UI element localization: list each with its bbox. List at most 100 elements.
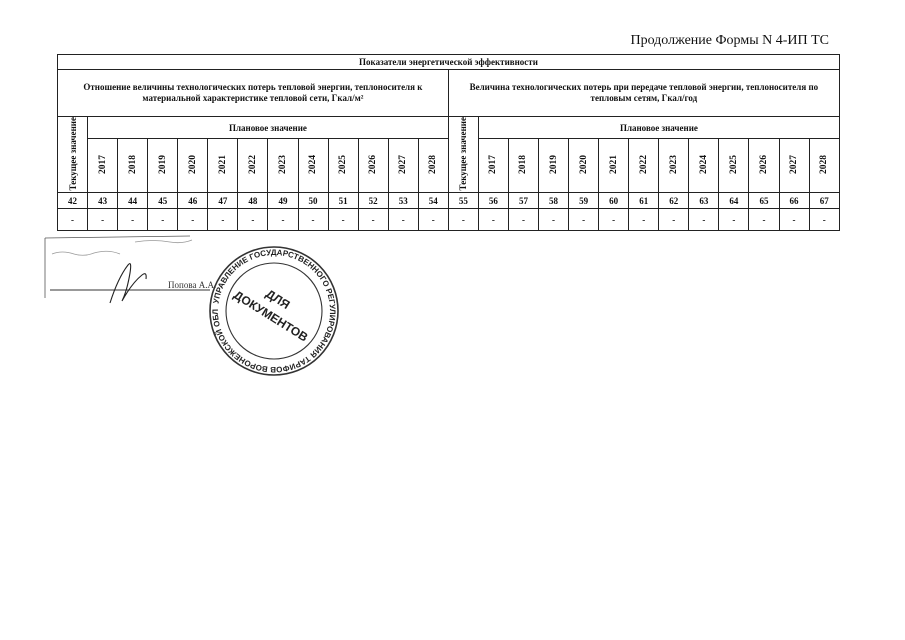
year-header: 2025: [718, 138, 750, 194]
table-cell-value: -: [477, 208, 509, 232]
current-value-header: Текущее значение: [447, 115, 479, 194]
planned-value-header: Плановое значение: [477, 115, 840, 140]
year-header: 2022: [237, 138, 269, 194]
table-cell-value: -: [297, 208, 329, 232]
column-number: 61: [628, 192, 660, 210]
table-cell-value: -: [748, 208, 780, 232]
table-cell-value: -: [568, 208, 600, 232]
column-number: 46: [177, 192, 209, 210]
column-number: 62: [658, 192, 690, 210]
table-cell-value: -: [598, 208, 630, 232]
year-label: 2027: [789, 155, 800, 175]
year-header: 2023: [658, 138, 690, 194]
column-number: 66: [778, 192, 810, 210]
column-number: 51: [327, 192, 359, 210]
table-cell-value: -: [357, 208, 389, 232]
table-cell-value: -: [718, 208, 750, 232]
table-cell-value: -: [447, 208, 479, 232]
year-label: 2017: [488, 155, 499, 175]
column-number: 45: [147, 192, 179, 210]
signature-scribble: [44, 235, 210, 304]
column-number: 56: [477, 192, 509, 210]
year-label: 2028: [819, 155, 830, 175]
year-header: 2017: [87, 138, 119, 194]
year-label: 2023: [668, 155, 679, 175]
official-stamp: УПРАВЛЕНИЕ ГОСУДАРСТВЕННОГО РЕГУЛИРОВАНИ…: [202, 238, 343, 377]
signatory-name: Попова А.А.: [168, 280, 217, 290]
table-cell-value: -: [237, 208, 269, 232]
energy-efficiency-table: Показатели энергетической эффективности …: [56, 54, 840, 232]
year-label: 2024: [698, 155, 709, 175]
year-header: 2019: [537, 138, 570, 194]
year-label: 2023: [277, 155, 288, 175]
group-header-loss-volume: Величина технологических потерь при пере…: [447, 69, 840, 117]
column-number: 52: [357, 192, 389, 210]
year-label: 2022: [247, 155, 258, 175]
year-header: 2017: [477, 138, 509, 194]
current-value-header: Текущее значение: [56, 115, 89, 194]
year-label: 2021: [217, 155, 228, 175]
year-label: 2018: [518, 155, 529, 175]
year-header: 2025: [327, 138, 359, 194]
year-header: 2021: [207, 138, 239, 194]
column-number: 42: [56, 192, 89, 210]
year-header: 2023: [267, 138, 299, 194]
column-number: 53: [387, 192, 419, 210]
table-cell-value: -: [507, 208, 540, 232]
table-cell-value: -: [417, 208, 449, 232]
year-label: 2020: [578, 155, 589, 175]
year-header: 2026: [748, 138, 780, 194]
table-cell-value: -: [387, 208, 419, 232]
year-header: 2019: [147, 138, 179, 194]
column-number: 59: [568, 192, 600, 210]
year-label: 2025: [728, 155, 739, 175]
signature-block: Попова А.А.: [40, 228, 230, 318]
year-header: 2018: [507, 138, 540, 194]
table-cell-value: -: [207, 208, 239, 232]
column-number: 60: [598, 192, 630, 210]
table-cell-value: -: [327, 208, 359, 232]
year-label: 2019: [157, 155, 168, 175]
table-cell-value: -: [267, 208, 299, 232]
year-label: 2019: [548, 155, 559, 175]
column-number: 48: [237, 192, 269, 210]
column-number: 47: [207, 192, 239, 210]
year-header: 2027: [387, 138, 419, 194]
year-label: 2017: [97, 155, 108, 175]
table-cell-value: -: [147, 208, 179, 232]
column-number: 67: [808, 192, 840, 210]
column-number: 55: [447, 192, 479, 210]
year-header: 2021: [598, 138, 630, 194]
column-number: 64: [718, 192, 750, 210]
year-label: 2022: [638, 155, 649, 175]
year-label: 2020: [187, 155, 198, 175]
group-header-loss-ratio: Отношение величины технологических потер…: [57, 69, 449, 117]
year-header: 2020: [568, 138, 600, 194]
year-label: 2026: [368, 155, 379, 175]
year-header: 2024: [688, 138, 720, 194]
year-header: 2028: [808, 138, 840, 194]
current-value-label: Текущее значение: [458, 117, 469, 191]
year-header: 2018: [117, 138, 149, 194]
year-label: 2026: [758, 155, 769, 175]
column-number: 44: [117, 192, 149, 210]
column-number: 63: [688, 192, 720, 210]
year-header: 2027: [778, 138, 810, 194]
table-main-header: Показатели энергетической эффективности: [57, 54, 840, 70]
form-continuation-title: Продолжение Формы N 4-ИП ТС: [630, 33, 829, 48]
table-cell-value: -: [628, 208, 660, 232]
year-label: 2018: [127, 155, 138, 175]
column-number: 50: [297, 192, 329, 210]
year-label: 2028: [428, 155, 439, 175]
year-header: 2022: [628, 138, 660, 194]
column-number: 49: [267, 192, 299, 210]
table-cell-value: -: [117, 208, 149, 232]
column-number: 54: [417, 192, 449, 210]
year-label: 2025: [338, 155, 349, 175]
year-label: 2021: [608, 155, 619, 175]
year-header: 2024: [297, 138, 329, 194]
column-number: 58: [537, 192, 570, 210]
table-cell-value: -: [778, 208, 810, 232]
table-cell-value: -: [537, 208, 570, 232]
current-value-label: Текущее значение: [67, 117, 78, 191]
